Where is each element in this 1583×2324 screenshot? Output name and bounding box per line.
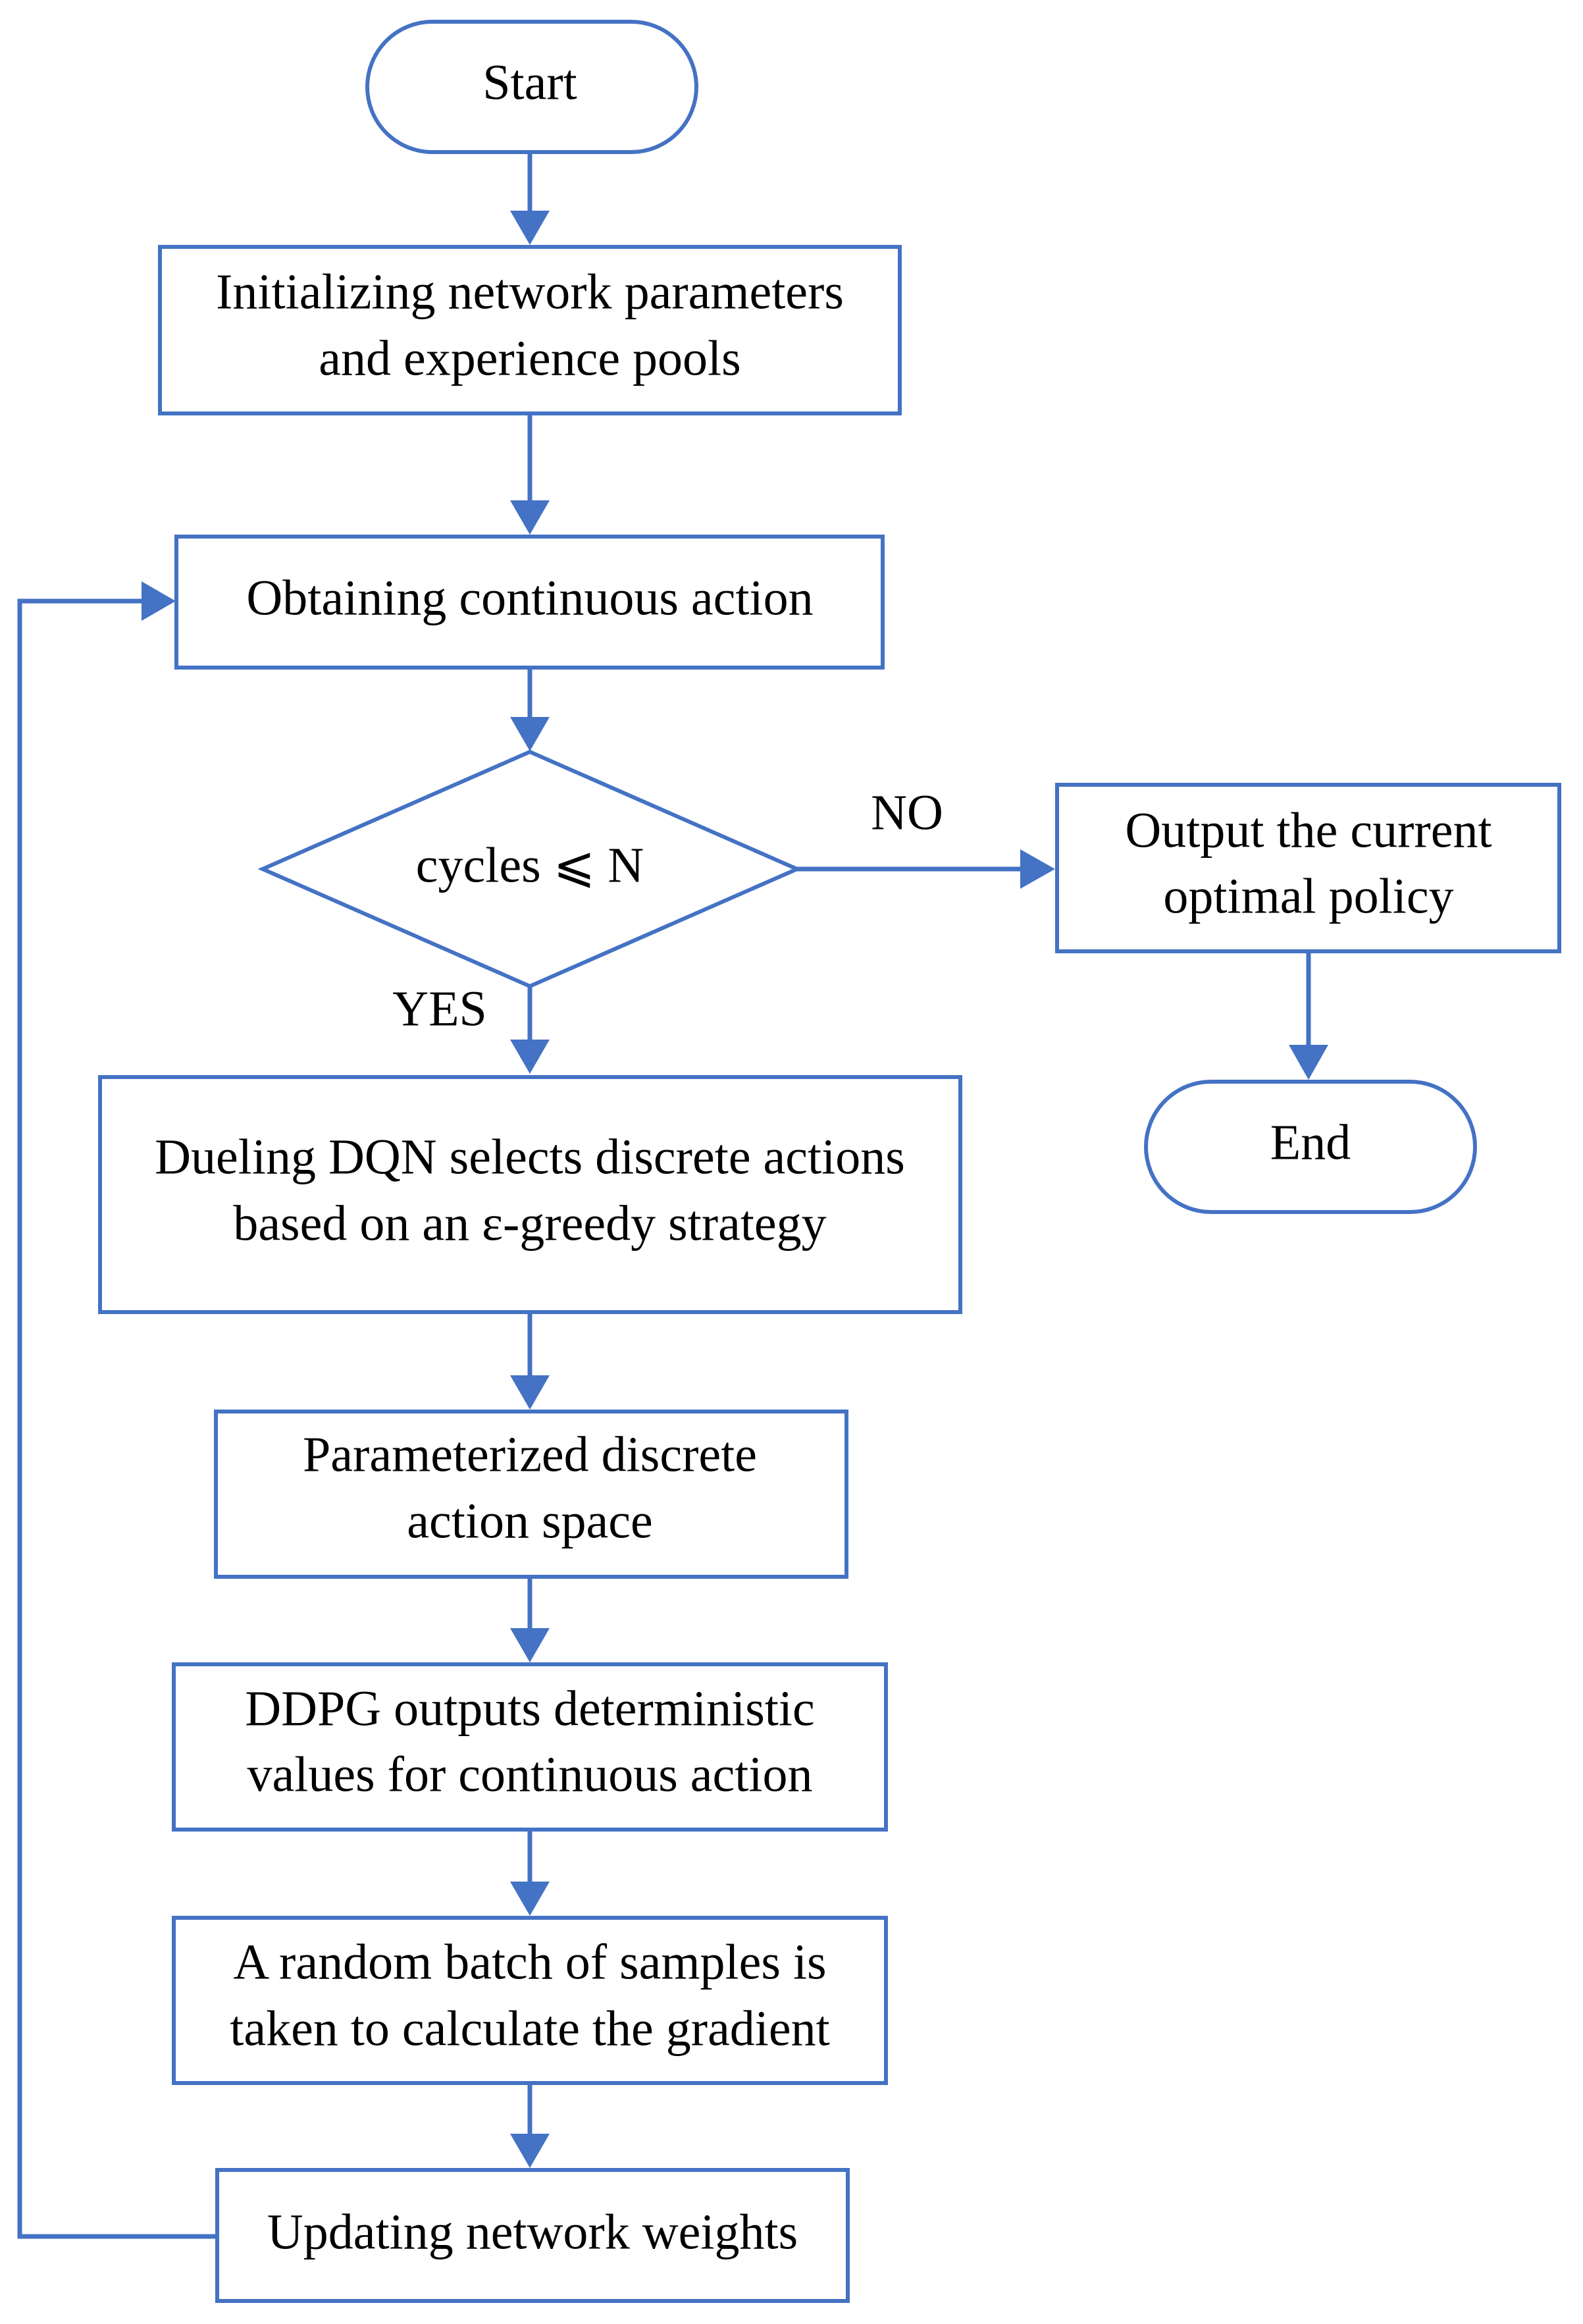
obtain-label: Obtaining continuous action xyxy=(246,570,813,625)
cycles-decision-diamond xyxy=(257,749,802,989)
dueling-label-line-1: Dueling DQN selects discrete actions xyxy=(155,1129,905,1184)
obtain-process-box xyxy=(174,535,885,670)
init-process-box xyxy=(158,245,902,415)
arrowhead-param-to-ddpg xyxy=(510,1628,550,1662)
end-label: End xyxy=(1270,1115,1351,1170)
loop-update-to-obtain xyxy=(17,598,217,2239)
end-terminal xyxy=(1144,1080,1477,1214)
param-label-line-1: Parameterized discrete xyxy=(303,1427,757,1482)
output-label-line-2: optimal policy xyxy=(1163,868,1453,924)
init-label-line-2: and experience pools xyxy=(319,330,741,386)
arrowhead-dueling-to-param xyxy=(510,1375,550,1410)
arrowhead-start-to-init xyxy=(510,211,550,245)
ddpg-label-line-1: DDPG outputs deterministic xyxy=(245,1681,815,1736)
arrowhead-loop-to-obtain xyxy=(142,581,176,621)
arrowhead-ddpg-to-batch xyxy=(510,1882,550,1916)
start-label: Start xyxy=(482,55,577,110)
node-labels: Start Initializing network parameters an… xyxy=(155,55,1492,2259)
ddpg-label-line-2: values for continuous action xyxy=(247,1747,812,1802)
start-terminal xyxy=(365,20,698,154)
batch-label-line-2: taken to calculate the gradient xyxy=(230,2001,830,2056)
update-label: Updating network weights xyxy=(267,2204,798,2259)
shapes xyxy=(98,20,1561,2303)
batch-process-box xyxy=(172,1916,888,2085)
no-branch-label: NO xyxy=(871,785,943,840)
yes-branch-label: YES xyxy=(392,981,487,1036)
output-label-line-1: Output the current xyxy=(1125,803,1492,858)
connectors xyxy=(17,153,1328,2239)
arrowhead-obtain-to-decision xyxy=(510,717,550,751)
output-process-box xyxy=(1055,783,1561,953)
arrowhead-decision-to-output xyxy=(1020,849,1055,889)
arrowhead-init-to-obtain xyxy=(510,500,550,535)
batch-label-line-1: A random batch of samples is xyxy=(233,1934,826,1990)
ddpg-process-box xyxy=(172,1662,888,1832)
arrowhead-batch-to-update xyxy=(510,2134,550,2168)
dueling-label-line-2: based on an ε-greedy strategy xyxy=(233,1196,826,1251)
arrowhead-output-to-end xyxy=(1289,1045,1328,1080)
init-label-line-1: Initializing network parameters xyxy=(216,264,844,319)
decision-label: cycles ⩽ N xyxy=(416,837,644,893)
dueling-process-box xyxy=(98,1075,962,1314)
param-label-line-2: action space xyxy=(407,1493,652,1548)
param-process-box xyxy=(214,1410,848,1579)
edge-labels: NO YES xyxy=(392,785,943,1036)
update-process-box xyxy=(215,2168,850,2303)
arrowhead-decision-to-dueling xyxy=(510,1040,550,1074)
